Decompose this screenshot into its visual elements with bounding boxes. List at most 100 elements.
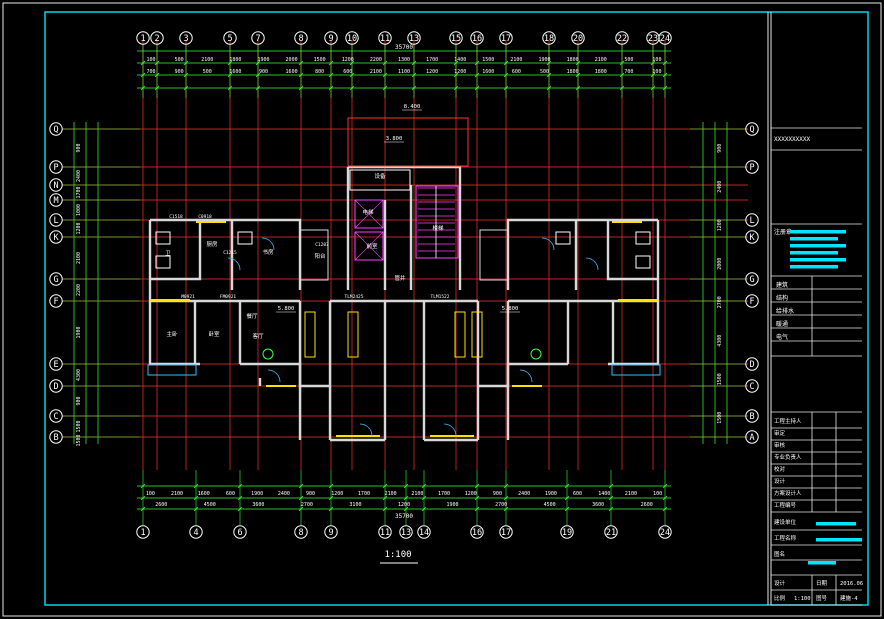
axis-bubble-top-circle [615, 31, 629, 45]
axis-bubble-bottom: 8 [298, 528, 303, 538]
room-label: 阳台 [314, 252, 326, 260]
axis-bubble-left: E [53, 360, 58, 370]
signoff-label: 图名 [774, 550, 785, 558]
room-label: 卧室 [208, 330, 220, 338]
dimension-tick [349, 60, 355, 66]
axis-bubble-left: N [53, 181, 58, 191]
signoff-label: 审定 [774, 429, 786, 437]
dimension-tick [662, 506, 668, 512]
dimension-text: 1900 [545, 491, 557, 497]
axis-bubble-left: Q [53, 125, 58, 135]
dimension-text: 3600 [252, 502, 264, 508]
dimension-text: 1800 [229, 57, 241, 63]
dimension-tick [328, 72, 334, 78]
dimension-tick [298, 495, 304, 501]
axis-bubble-top-circle [324, 31, 338, 45]
dimension-chains [62, 44, 746, 525]
dimension-tick [403, 506, 409, 512]
dimension-text: 1500 [76, 434, 82, 446]
axis-bubble-top-circle [658, 31, 672, 45]
axis-bubble-top-circle [542, 31, 556, 45]
dimension-tick [608, 495, 614, 501]
axis-bubble-top-circle [449, 31, 463, 45]
axis-bubble-bottom: 17 [501, 528, 511, 538]
dimension-text: 2400 [278, 491, 290, 497]
title-block: XXXXXXXXXX注册章建筑结构给排水暖通电气工程主持人审定审核专业负责人校对… [767, 12, 863, 606]
dimension-tick [608, 483, 614, 489]
axis-bubble-top-circle [499, 31, 513, 45]
room-label: 主卧 [166, 330, 178, 338]
axis-bubble-right-circle [745, 409, 759, 423]
room-label: 卫 [165, 250, 171, 257]
axis-bubble-left-circle [49, 193, 63, 207]
axis-bubble-top-circle [407, 31, 421, 45]
signoff-label: 专业负责人 [774, 453, 802, 461]
signoff-label: 方案设计人 [774, 489, 802, 497]
dimension-tick [183, 85, 189, 91]
opening-tag: M0921 [181, 294, 195, 300]
detail-marker [530, 348, 542, 360]
dimension-text: 1500 [717, 373, 723, 385]
door-swing [519, 369, 533, 383]
wall-core [348, 165, 462, 290]
dimension-text: 1200 [465, 491, 477, 497]
room-label: 电梯 [362, 208, 374, 216]
dimension-tick [154, 85, 160, 91]
dimension-tick [619, 72, 625, 78]
dimension-tick [237, 483, 243, 489]
dimension-text: 1200 [426, 69, 438, 75]
window-frame [471, 311, 483, 358]
axis-bubble-left: K [53, 233, 59, 243]
axis-bubble-top-circle [378, 31, 392, 45]
door-swing [443, 423, 457, 437]
wall-left-unit [150, 220, 202, 281]
dimension-text: 1700 [76, 186, 82, 198]
axis-bubble-bottom-circle [399, 525, 413, 539]
dimension-text: 1200 [454, 69, 466, 75]
dimension-tick [503, 483, 509, 489]
dimension-text: 500 [624, 57, 633, 63]
dimension-tick [227, 85, 233, 91]
sanitary-fixture [155, 255, 171, 269]
dimension-tick [619, 85, 625, 91]
signoff-label: 审核 [774, 441, 786, 449]
dimension-tick [411, 85, 417, 91]
dimension-tick [662, 495, 668, 501]
dimension-tick [349, 85, 355, 91]
room-label: 前室 [366, 242, 378, 250]
dimension-tick [382, 506, 388, 512]
axis-bubble-left-circle [49, 230, 63, 244]
wall-balcony [479, 229, 509, 281]
room-label: 餐厅 [246, 312, 258, 320]
window-frame [347, 311, 359, 358]
dimension-text: 500 [540, 69, 549, 75]
footer-label: 日期 [816, 580, 828, 587]
dimension-tick [474, 506, 480, 512]
wall-right-unit [478, 362, 568, 388]
axis-bubble-bottom-circle [417, 525, 431, 539]
dimension-tick [474, 60, 480, 66]
elevation-mark: 5.800 [278, 306, 295, 312]
dimension-tick [503, 72, 509, 78]
axis-bubble-bottom-circle [233, 525, 247, 539]
opening-tag: FM0921 [220, 294, 237, 300]
dimension-text: 4300 [76, 369, 82, 381]
axis-bubble-top: 9 [328, 34, 333, 44]
elevation-mark: 3.800 [386, 136, 403, 142]
sanitary-fixture [237, 231, 253, 245]
opening-tag: TLM1522 [431, 294, 450, 300]
axis-bubble-top: 11 [380, 34, 390, 44]
dimension-text: 1600 [482, 69, 494, 75]
dimension-tick [193, 483, 199, 489]
dimension-tick [546, 85, 552, 91]
axis-bubble-right-circle [745, 272, 759, 286]
dimension-tick [382, 85, 388, 91]
dimension-tick [650, 72, 656, 78]
dimension-text: 1200 [342, 57, 354, 63]
window-band [147, 364, 197, 376]
footer-label: 比例 [774, 594, 786, 602]
dimension-tick [140, 506, 146, 512]
dimension-tick [255, 72, 261, 78]
dimension-text: 2400 [76, 170, 82, 182]
